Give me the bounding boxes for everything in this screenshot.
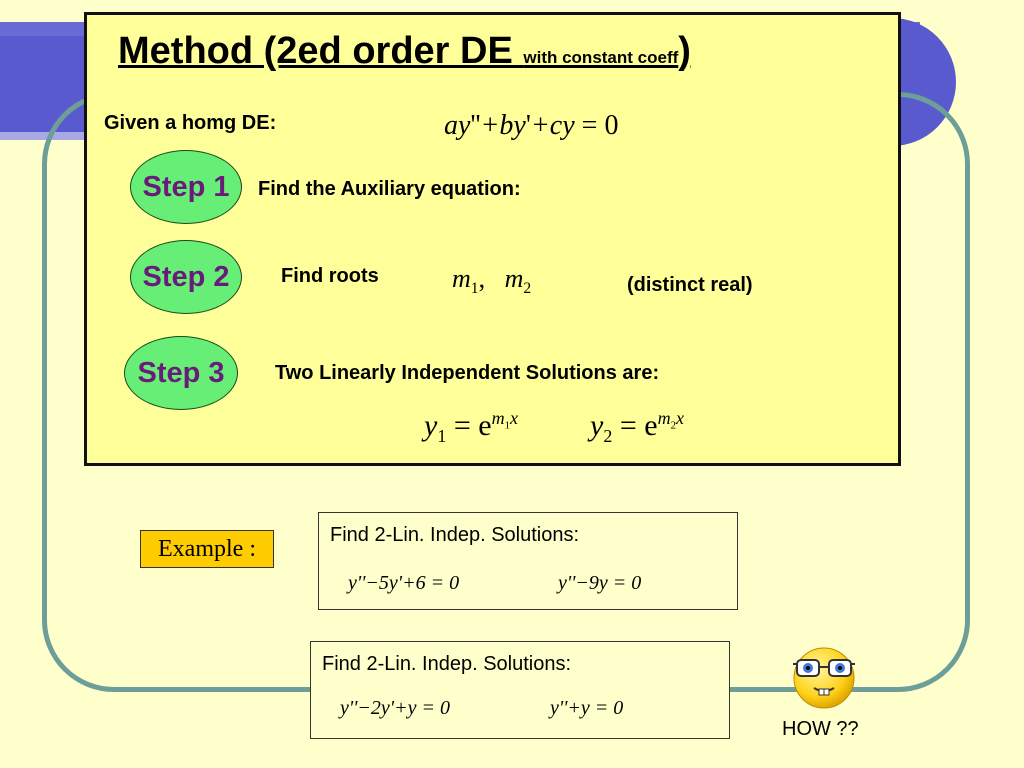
example-1-eq1: y''−5y'+6 = 0 — [348, 572, 460, 594]
example-1-eq2: y''−9y = 0 — [558, 572, 642, 594]
example-1-heading: Find 2-Lin. Indep. Solutions: — [330, 524, 580, 546]
example-2-eq1: y''−2y'+y = 0 — [340, 697, 450, 719]
title-main: Method (2ed order DE — [118, 30, 524, 72]
roots-expression: m1, m2 — [452, 264, 532, 298]
slide-title: Method (2ed order DE with constant coeff… — [118, 30, 691, 73]
solution-y2: y2 = em2x — [590, 408, 684, 446]
example-box-2 — [310, 641, 730, 739]
step-2-badge: Step 2 — [130, 240, 242, 314]
step-3-badge: Step 3 — [124, 336, 238, 410]
step-3-text: Two Linearly Independent Solutions are: — [275, 362, 660, 384]
solution-y1: y1 = em1x — [424, 408, 518, 446]
given-label: Given a homg DE: — [104, 112, 277, 134]
example-box-1 — [318, 512, 738, 610]
title-subtitle: with constant coeff — [523, 48, 679, 67]
example-2-heading: Find 2-Lin. Indep. Solutions: — [322, 653, 572, 675]
given-equation: ay''+by'+cy = 0 — [444, 110, 619, 141]
step-1-text: Find the Auxiliary equation: — [258, 178, 521, 200]
example-2-eq2: y''+y = 0 — [550, 697, 624, 719]
nerd-smiley-icon — [793, 647, 855, 709]
example-label: Example : — [140, 530, 274, 568]
step-2-text: Find roots — [281, 265, 379, 287]
title-close-paren: ) — [678, 30, 691, 72]
step-1-badge: Step 1 — [130, 150, 242, 224]
how-caption: HOW ?? — [782, 718, 859, 740]
roots-note: (distinct real) — [627, 274, 753, 296]
